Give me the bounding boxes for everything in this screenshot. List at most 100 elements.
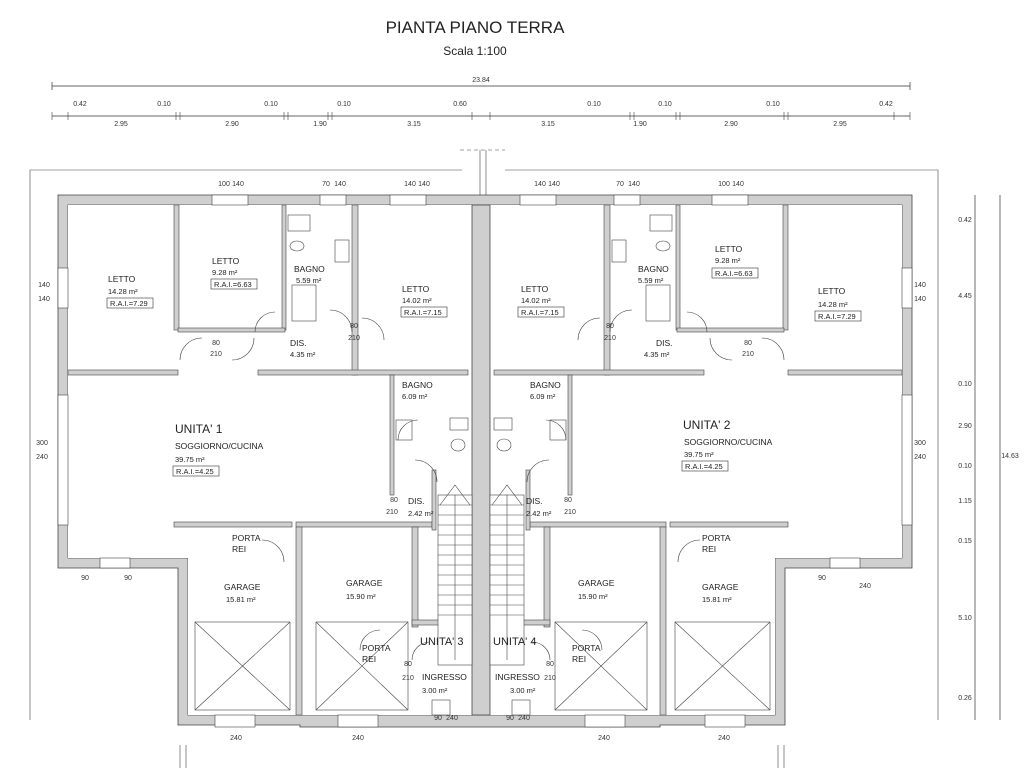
door-label: 210 (386, 509, 398, 516)
room-name: GARAGE (702, 582, 739, 592)
porta-rei-label: PORTA (232, 533, 261, 543)
opening-labels: 100 140 70 140 140 140 140 140 70 140 10… (36, 181, 926, 742)
room-name: DIS. (290, 338, 307, 348)
win-label: 240 (598, 735, 610, 742)
room-area: 3.00 m² (510, 686, 536, 695)
win-label: 240 (518, 715, 530, 722)
unit1-labels: LETTO 14.28 m² R.A.I.=7.29 LETTO 9.28 m²… (106, 256, 467, 695)
dim-right-total: 14.63 (1001, 453, 1019, 460)
win-label: 100 (218, 181, 230, 188)
room-name: BAGNO (402, 380, 433, 390)
room-area: 5.59 m² (638, 276, 664, 285)
win-label: 140 (232, 181, 244, 188)
dim-top-3: 0.10 (264, 101, 278, 108)
room-area: 14.28 m² (108, 287, 138, 296)
room-name: DIS. (656, 338, 673, 348)
room-area: 39.75 m² (175, 455, 205, 464)
dim-right: 4.45 (958, 293, 972, 300)
win-label: 140 (404, 181, 416, 188)
detail-dimension: 0.42 0.10 0.10 0.10 0.60 0.10 0.10 0.10 … (51, 101, 911, 128)
porta-rei-label: PORTA (362, 643, 391, 653)
room-area: 4.35 m² (644, 350, 670, 359)
porta-rei-label: REI (362, 654, 376, 664)
overall-dimension: 23.84 (51, 77, 911, 90)
porta-rei-label: PORTA (702, 533, 731, 543)
win-label: 240 (718, 735, 730, 742)
win-label: 90 (124, 575, 132, 582)
page-title: PIANTA PIANO TERRA (386, 18, 566, 37)
room-rai: R.A.I.=6.63 (715, 269, 753, 278)
room-name: GARAGE (224, 582, 261, 592)
bathroom-fixtures (287, 214, 673, 452)
room-rai: R.A.I.=7.15 (521, 308, 559, 317)
dim-top-8: 0.10 (766, 101, 780, 108)
room-area: 2.42 m² (526, 509, 552, 518)
ingresso-unit-label: UNITA' 3 (420, 636, 463, 648)
win-label: 240 (230, 735, 242, 742)
room-name: INGRESSO (422, 672, 467, 682)
dim-overall: 23.84 (472, 77, 490, 84)
win-label: 90 (81, 575, 89, 582)
dim-top-1: 0.42 (73, 101, 87, 108)
room-area: 9.28 m² (715, 256, 741, 265)
room-area: 5.59 m² (296, 276, 322, 285)
room-name: BAGNO (530, 380, 561, 390)
room-area: 15.90 m² (346, 592, 376, 601)
door-label: 80 (212, 340, 220, 347)
dim-bot-6: 1.90 (633, 121, 647, 128)
win-label: 140 (914, 296, 926, 303)
room-area: 6.09 m² (530, 392, 556, 401)
win-label: 70 (616, 181, 624, 188)
win-label: 300 (914, 440, 926, 447)
dim-right: 0.10 (958, 463, 972, 470)
dim-right: 0.42 (958, 217, 972, 224)
win-label: 140 (628, 181, 640, 188)
room-area: 15.90 m² (578, 592, 608, 601)
dim-top-6: 0.10 (587, 101, 601, 108)
room-name: LETTO (521, 284, 549, 294)
room-area: 4.35 m² (290, 350, 316, 359)
door-label: 210 (604, 335, 616, 342)
room-area: 39.75 m² (684, 450, 714, 459)
win-label: 140 (38, 282, 50, 289)
door-label: 80 (546, 661, 554, 668)
scale-label: Scala 1:100 (443, 44, 507, 58)
room-name: LETTO (108, 274, 136, 284)
win-label: 140 (418, 181, 430, 188)
porta-rei-label: REI (572, 654, 586, 664)
dim-bot-3: 1.90 (313, 121, 327, 128)
win-label: 240 (352, 735, 364, 742)
win-label: 90 (818, 575, 826, 582)
win-label: 140 (38, 296, 50, 303)
dim-bot-1: 2.95 (114, 121, 128, 128)
win-label: 240 (914, 454, 926, 461)
room-name: GARAGE (346, 578, 383, 588)
garage-doors (194, 621, 771, 711)
room-rai: R.A.I.=4.25 (176, 467, 214, 476)
windows (57, 194, 913, 728)
win-label: 100 (718, 181, 730, 188)
win-label: 240 (446, 715, 458, 722)
stairs-unit1 (437, 484, 473, 666)
site-boundary-right (505, 169, 939, 720)
right-dimensions: 0.42 4.45 0.10 2.90 0.10 1.15 0.15 5.10 … (958, 195, 1019, 720)
dim-top-4: 0.10 (337, 101, 351, 108)
room-name: INGRESSO (495, 672, 540, 682)
dim-right: 1.15 (958, 498, 972, 505)
dim-top-5: 0.60 (453, 101, 467, 108)
dim-top-2: 0.10 (157, 101, 171, 108)
unit-title: UNITA' 2 (683, 418, 731, 432)
stairs-unit2 (489, 484, 525, 666)
dim-top-7: 0.10 (658, 101, 672, 108)
room-area: 14.02 m² (521, 296, 551, 305)
porta-rei-label: PORTA (572, 643, 601, 653)
ingresso-unit-label: UNITA' 4 (493, 636, 536, 648)
interior-walls-unit2 (489, 204, 903, 716)
door-label: 80 (606, 323, 614, 330)
dim-bot-8: 2.95 (833, 121, 847, 128)
room-name: LETTO (715, 244, 743, 254)
porta-rei-label: REI (702, 544, 716, 554)
dim-right: 2.90 (958, 423, 972, 430)
room-name: DIS. (408, 496, 425, 506)
